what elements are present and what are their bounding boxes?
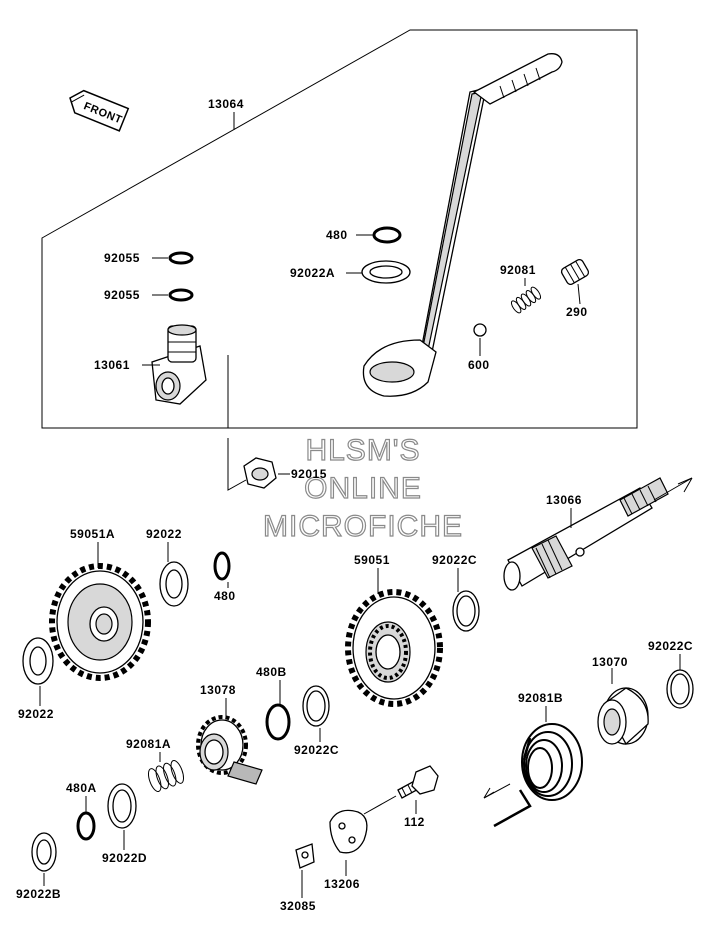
kick-shaft	[503, 477, 669, 591]
part-labels: 13064 92055 92055 13061 480 92022A 92081…	[16, 97, 693, 913]
label-92022c-3: 92022C	[648, 639, 693, 653]
label-32085: 32085	[280, 899, 316, 913]
collar-13070	[597, 687, 649, 746]
washer-92022a	[361, 260, 411, 284]
label-13078: 13078	[200, 683, 236, 697]
label-59051: 59051	[354, 553, 390, 567]
label-92022b: 92022B	[16, 887, 61, 901]
bolt-112	[397, 765, 439, 799]
front-arrow-icon: FRONT	[69, 89, 130, 132]
label-13206: 13206	[324, 877, 360, 891]
washer-92022-top	[159, 561, 189, 607]
circlip-480-top	[372, 226, 402, 244]
label-92015: 92015	[291, 467, 327, 481]
washer-92022-left	[22, 637, 54, 685]
washer-92022c-shaft	[452, 590, 480, 632]
gear-59051	[345, 589, 443, 707]
watermark: HLSM'S ONLINE MICROFICHE	[262, 433, 463, 543]
assembly-boundary	[41, 29, 638, 429]
label-92081a: 92081A	[126, 737, 171, 751]
kick-boss	[151, 324, 207, 405]
o-ring-upper	[168, 251, 194, 265]
label-92022c-1: 92022C	[432, 553, 477, 567]
label-92081b: 92081B	[518, 691, 563, 705]
label-480b: 480B	[256, 665, 287, 679]
label-13061: 13061	[94, 358, 130, 372]
gear-59051a	[49, 563, 151, 681]
circlip-480-mid	[213, 551, 231, 581]
label-13066: 13066	[546, 493, 582, 507]
ratchet-13078	[196, 715, 263, 785]
o-ring-lower	[168, 288, 194, 302]
label-13070: 13070	[592, 655, 628, 669]
label-92081: 92081	[500, 263, 536, 277]
label-59051a: 59051A	[70, 527, 115, 541]
plunger-290	[560, 259, 590, 285]
watermark-line-3: MICROFICHE	[263, 510, 463, 543]
guide-13206	[329, 809, 368, 854]
label-92055-a: 92055	[104, 251, 140, 265]
spring-92081a	[147, 759, 185, 793]
watermark-line-1: HLSM'S	[305, 434, 420, 467]
kick-spring-92081b	[493, 723, 583, 828]
label-480-top: 480	[326, 228, 348, 242]
washer-92022c-mid	[302, 685, 330, 727]
circlip-480a	[76, 811, 96, 841]
watermark-line-2: ONLINE	[304, 472, 422, 505]
circlip-480b	[265, 703, 291, 741]
steel-ball-600	[473, 323, 487, 337]
kick-pedal-lever	[362, 53, 563, 397]
leader-lines	[39, 112, 693, 898]
label-480-mid: 480	[214, 589, 236, 603]
washer-92022b	[31, 832, 57, 872]
label-92022a: 92022A	[290, 266, 335, 280]
label-92022-top: 92022	[146, 527, 182, 541]
washer-92022c-right	[666, 669, 694, 709]
label-480a: 480A	[66, 781, 97, 795]
plate-32085	[295, 843, 315, 869]
label-92055-b: 92055	[104, 288, 140, 302]
label-92022-left: 92022	[18, 707, 54, 721]
label-112: 112	[404, 815, 425, 829]
label-92022c-2: 92022C	[294, 743, 339, 757]
label-13064: 13064	[208, 97, 244, 111]
label-290: 290	[566, 305, 588, 319]
nut-92015	[243, 457, 277, 489]
label-600: 600	[468, 358, 490, 372]
label-92022d: 92022D	[102, 851, 147, 865]
spring-92081	[510, 286, 542, 314]
washer-92022d	[107, 783, 137, 829]
